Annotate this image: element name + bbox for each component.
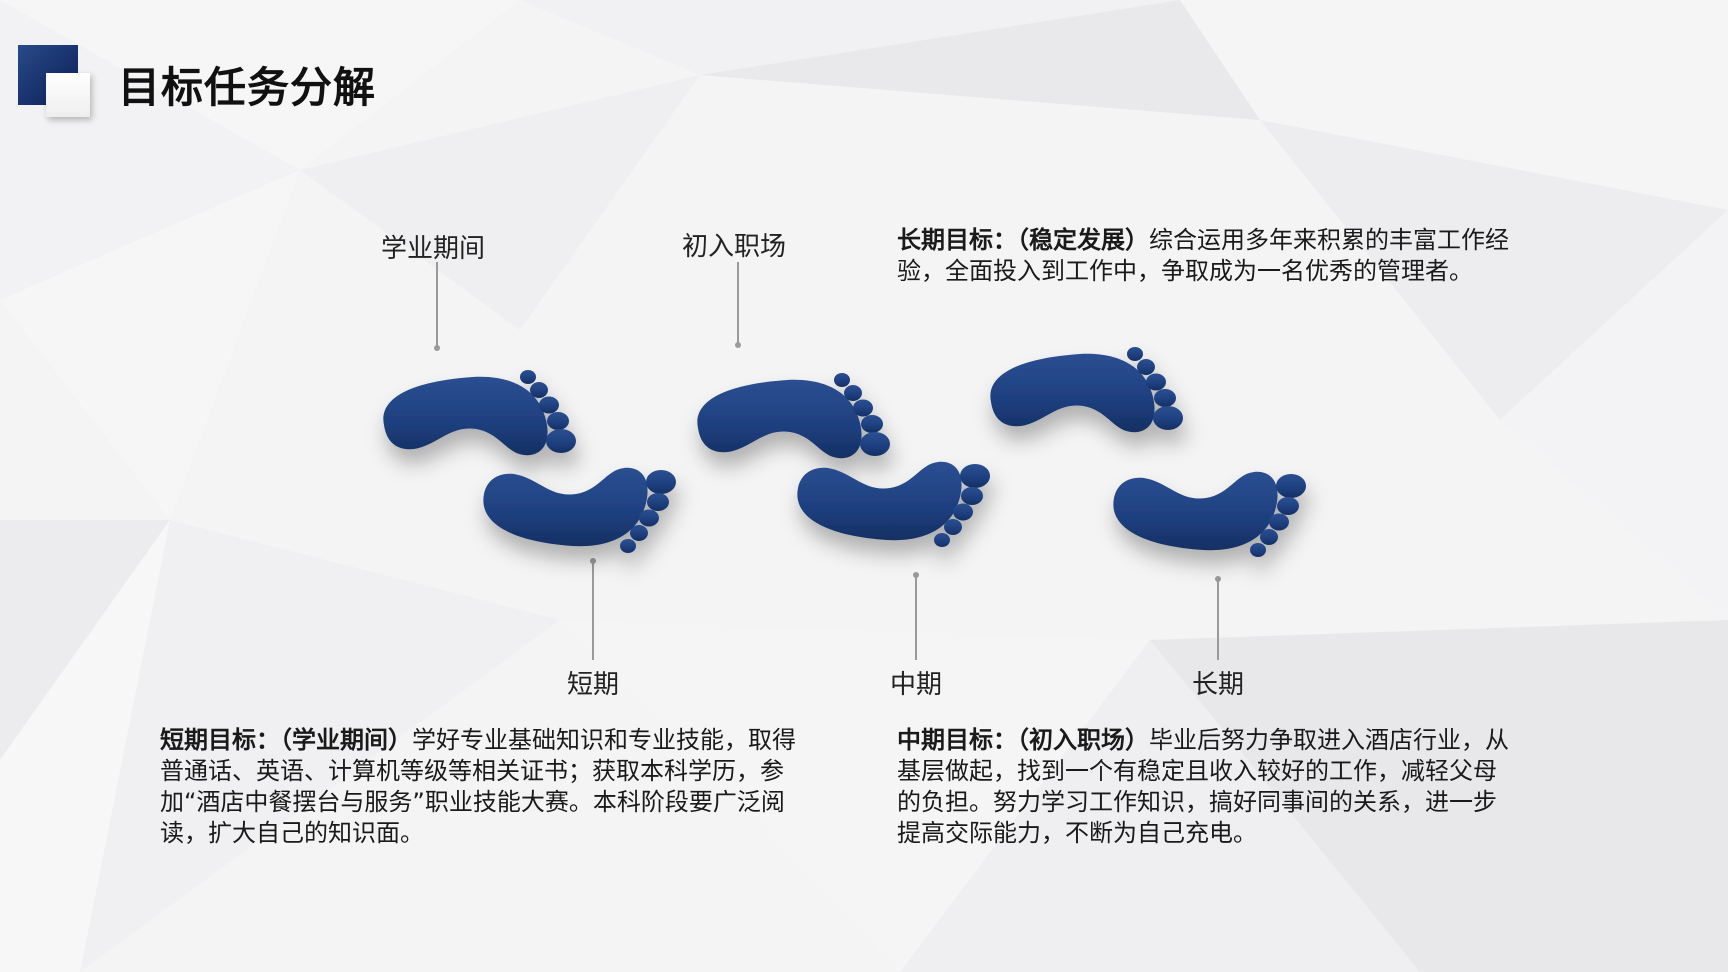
long-term-goal-heading: 长期目标： — [897, 226, 1017, 254]
mid-term-goal-tag: （初入职场） — [1017, 726, 1149, 754]
long-term-goal-tag: （稳定发展） — [1017, 226, 1149, 254]
connector-lines — [434, 262, 1221, 660]
mid-term-goal-heading: 中期目标： — [897, 726, 1017, 754]
long-term-goal-body: 综合运用多年来积累的丰富工作经验，全面投入到工作中，争取成为一名优秀的管理者。 — [897, 226, 1509, 285]
title-mark — [18, 45, 90, 117]
mid-term-goal-body: 毕业后努力争取进入酒店行业，从基层做起，找到一个有稳定且收入较好的工作，减轻父母… — [897, 726, 1509, 847]
page-title: 目标任务分解 — [118, 63, 377, 112]
mid-term-goal-text: 中期目标：（初入职场）毕业后努力争取进入酒店行业，从基层做起，找到一个有稳定且收… — [897, 725, 1509, 849]
footprint-3-left — [990, 347, 1183, 433]
footprint-1-left — [383, 370, 576, 456]
short-term-goal-heading: 短期目标： — [160, 726, 280, 754]
footprint-3-right — [1113, 471, 1306, 557]
phase-label-career-start: 初入职场 — [681, 232, 787, 262]
footprint-1-right — [483, 467, 676, 553]
short-term-goal-body: 学好专业基础知识和专业技能，取得普通话、英语、计算机等级等相关证书；获取本科学历… — [160, 726, 796, 847]
title-mark-light-square — [46, 73, 90, 117]
short-term-goal-tag: （学业期间） — [280, 726, 412, 754]
term-label-long: 长期 — [1191, 670, 1245, 700]
term-label-short: 短期 — [566, 670, 620, 700]
footprint-2-left — [697, 373, 890, 459]
footprint-2-right — [797, 461, 990, 547]
long-term-goal-text: 长期目标：（稳定发展）综合运用多年来积累的丰富工作经验，全面投入到工作中，争取成… — [897, 225, 1509, 287]
short-term-goal-text: 短期目标：（学业期间）学好专业基础知识和专业技能，取得普通话、英语、计算机等级等… — [160, 725, 800, 849]
phase-label-study: 学业期间 — [380, 234, 486, 264]
term-label-mid: 中期 — [889, 670, 943, 700]
